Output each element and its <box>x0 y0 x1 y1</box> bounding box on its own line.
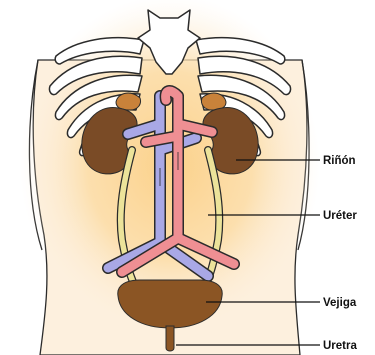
urethra-label: Uretra <box>323 340 357 352</box>
left-adrenal-gland <box>116 93 141 110</box>
kidney-label: Riñón <box>323 155 356 167</box>
ureter-label: Uréter <box>323 210 357 222</box>
urethra <box>166 326 174 351</box>
bladder-label: Vejiga <box>323 297 357 309</box>
